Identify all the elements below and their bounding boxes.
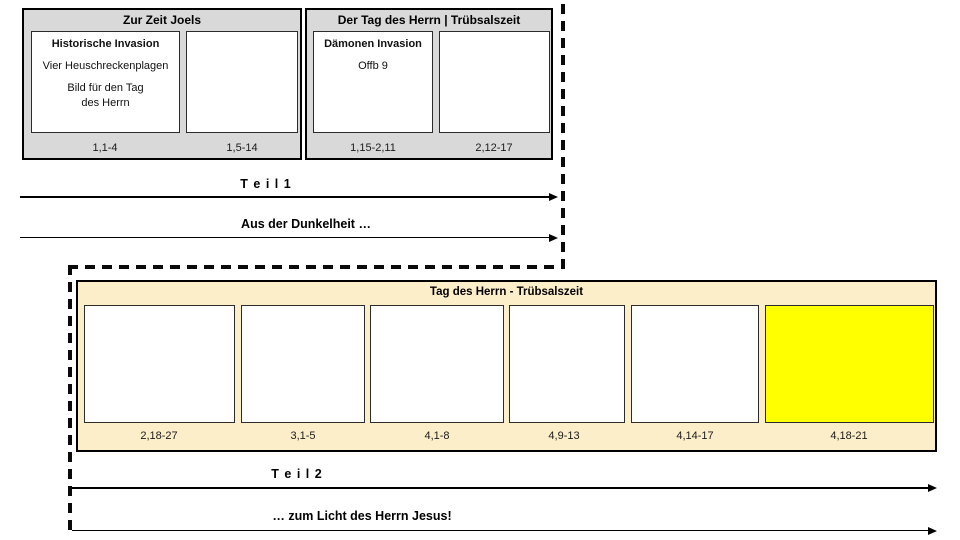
flow-connector-vertical-left bbox=[68, 265, 72, 534]
panel-daemonen-invasion: Dämonen Invasion Offb 9 bbox=[313, 31, 433, 133]
panel-title: Historische Invasion bbox=[51, 38, 160, 50]
label-aus-der-dunkelheit: Aus der Dunkelheit … bbox=[241, 217, 371, 231]
panel-empty-1-5-14 bbox=[186, 31, 298, 133]
panel-title: Dämonen Invasion bbox=[324, 38, 422, 50]
section-title-tag-des-herrn: Der Tag des Herrn | Trübsalszeit bbox=[337, 13, 521, 27]
section-title-truebsalszeit: Tag des Herrn - Trübsalszeit bbox=[429, 286, 584, 298]
verse-caption: 2,18-27 bbox=[140, 430, 178, 442]
panel-line: Offb 9 bbox=[358, 60, 388, 72]
panel-line: Bild für den Tag bbox=[67, 82, 144, 94]
section-zur-zeit-joels: Zur Zeit Joels Historische Invasion Vier… bbox=[22, 8, 302, 160]
section-tag-des-herrn-truebsalszeit: Tag des Herrn - Trübsalszeit 2,18-27 3,1… bbox=[76, 280, 937, 452]
arrow-zum-licht-des-herrn bbox=[72, 526, 937, 535]
label-teil-1: T e i l 1 bbox=[240, 177, 292, 191]
section-title-zur-zeit-joels: Zur Zeit Joels bbox=[122, 13, 202, 27]
verse-caption: 4,14-17 bbox=[676, 430, 714, 442]
section-tag-des-herrn: Der Tag des Herrn | Trübsalszeit Dämonen… bbox=[305, 8, 553, 160]
panel-empty-4-9-13 bbox=[509, 305, 625, 423]
panel-empty-3-1-5 bbox=[241, 305, 365, 423]
verse-caption: 4,18-21 bbox=[830, 430, 868, 442]
panel-historische-invasion: Historische Invasion Vier Heuschreckenpl… bbox=[31, 31, 180, 133]
panel-empty-4-14-17 bbox=[631, 305, 759, 423]
arrow-teil-2 bbox=[72, 484, 937, 492]
panel-empty-2-18-27 bbox=[84, 305, 235, 423]
panel-line: Vier Heuschreckenplagen bbox=[42, 60, 169, 72]
panel-empty-2-12-17 bbox=[439, 31, 550, 133]
arrow-teil-1 bbox=[20, 193, 558, 201]
panel-empty-4-1-8 bbox=[370, 305, 504, 423]
verse-caption: 4,9-13 bbox=[548, 430, 580, 442]
verse-caption: 1,1-4 bbox=[92, 142, 118, 154]
verse-caption: 4,1-8 bbox=[424, 430, 450, 442]
flow-connector-horizontal bbox=[68, 265, 565, 269]
verse-caption: 1,5-14 bbox=[226, 142, 258, 154]
verse-caption: 3,1-5 bbox=[290, 430, 316, 442]
label-zum-licht-des-herrn: … zum Licht des Herrn Jesus! bbox=[272, 509, 452, 523]
panel-highlighted-4-18-21 bbox=[765, 305, 934, 423]
label-teil-2: T e i l 2 bbox=[271, 467, 323, 481]
arrow-aus-der-dunkelheit bbox=[20, 233, 558, 242]
panel-line: des Herrn bbox=[81, 97, 130, 109]
verse-caption: 2,12-17 bbox=[475, 142, 513, 154]
verse-caption: 1,15-2,11 bbox=[350, 142, 396, 154]
flow-connector-vertical-top bbox=[561, 4, 565, 269]
